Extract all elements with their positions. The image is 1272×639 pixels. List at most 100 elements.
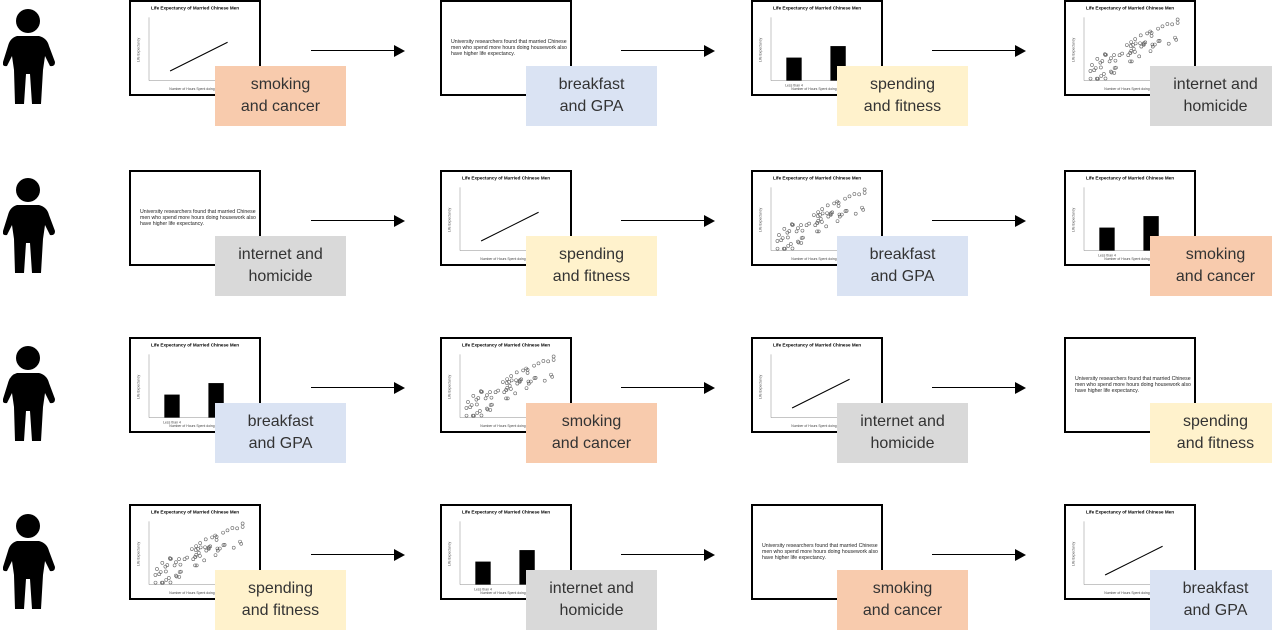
y-axis-label: Life Expectancy [1071, 542, 1075, 567]
scatter-point [816, 219, 821, 223]
scatter-point [153, 580, 158, 585]
scatter-point [1099, 65, 1103, 70]
scatter-point [505, 377, 509, 381]
scatter-point [514, 370, 519, 375]
topic-label-line: internet and [238, 246, 323, 263]
topic-label-line: and fitness [1176, 435, 1255, 452]
arrow-line [311, 554, 395, 556]
trend-line [791, 378, 850, 409]
scatter-point [464, 406, 469, 410]
scatter-point [815, 221, 819, 225]
scatter-point [485, 393, 489, 398]
x-axis-label: Number of Hours Spent doing housework [791, 424, 854, 428]
scatter-point [174, 574, 179, 579]
scatter-point [517, 379, 522, 384]
arrow-head [394, 215, 405, 227]
scatter-point [164, 578, 169, 582]
scatter-point [862, 191, 867, 195]
x-axis-label: Number of Hours Spent doing housework [480, 424, 543, 428]
scatter-point [193, 563, 197, 568]
scatter-point [479, 413, 484, 418]
topic-label-line: spending [248, 580, 313, 597]
scatter-point [521, 368, 525, 373]
person-head [16, 346, 40, 370]
scatter-point [1128, 59, 1132, 64]
chart-title: Life Expectancy of Married Chinese Men [462, 343, 550, 348]
scatter-point [800, 228, 805, 233]
scatter-point [786, 244, 791, 248]
person-icon [2, 177, 59, 273]
arrow-head [394, 549, 405, 561]
scatter-point [804, 223, 809, 228]
scatter-point [172, 563, 177, 568]
x-axis-label: Number of Hours Spent doing housework [480, 591, 543, 595]
scatter-point [1112, 53, 1116, 57]
scatter-point [218, 546, 222, 551]
topic-label-internet: internet and homicide [1150, 66, 1272, 126]
scatter-point [816, 229, 821, 234]
scatter-point [1170, 22, 1174, 27]
scatter-point [479, 389, 483, 394]
scatter-point [505, 396, 510, 401]
chart-title: Life Expectancy of Married Chinese Men [773, 343, 861, 348]
scatter-point [1103, 76, 1108, 81]
topic-label-line: internet and [1173, 76, 1258, 93]
scatter-point [160, 561, 165, 565]
person-icon [2, 345, 59, 441]
scatter-point [529, 379, 533, 384]
person-body [2, 205, 56, 273]
topic-label-line: homicide [1183, 98, 1248, 115]
scatter-point [1131, 43, 1135, 47]
scatter-point [509, 374, 513, 378]
topic-label-line: internet and [860, 413, 945, 430]
scatter-point [818, 217, 823, 221]
scatter-point [840, 212, 844, 217]
topic-label-line: internet and [549, 580, 634, 597]
topic-label-line: breakfast [869, 246, 936, 263]
person-body [2, 541, 56, 609]
scatter-point [167, 576, 171, 580]
scatter-point [794, 229, 799, 234]
person-icon [2, 513, 59, 609]
topic-label-line: homicide [248, 268, 313, 285]
scatter-point [1156, 26, 1160, 31]
scatter-point [820, 207, 824, 211]
scatter-point [1093, 66, 1098, 70]
scatter-point [837, 214, 842, 219]
scatter-point [1109, 70, 1114, 75]
scatter-point [1133, 37, 1137, 41]
scatter-point [843, 196, 847, 201]
scatter-point [213, 553, 218, 557]
scatter-point [862, 187, 867, 192]
scatter-chart: Life Expectancy of Married Chinese MenLi… [1071, 6, 1188, 91]
topic-label-line: and cancer [240, 98, 321, 115]
x-axis-label: Number of Hours Spent doing housework [791, 257, 854, 261]
topic-label-line: smoking [872, 580, 933, 597]
scatter-point [1099, 74, 1104, 78]
y-axis-label: Life Expectancy [758, 38, 762, 63]
scatter-point [191, 557, 196, 562]
bar-short [475, 561, 491, 585]
scatter-point [509, 387, 513, 391]
arrow-line [621, 387, 705, 389]
scatter-point [164, 569, 168, 574]
scatter-point [476, 396, 481, 400]
sequence-arrow [932, 45, 1026, 57]
sequence-arrow [932, 549, 1026, 561]
bar-short [164, 394, 180, 418]
person-head [16, 178, 40, 202]
scatter-point [861, 207, 866, 212]
scatter-point [825, 203, 830, 208]
topic-label-internet: internet and homicide [215, 236, 346, 296]
scatter-point [541, 359, 546, 363]
sequence-arrow [621, 45, 715, 57]
scatter-point [1109, 56, 1113, 61]
scatter-point [843, 209, 848, 213]
bar-category-label: Less than 4 [1098, 253, 1116, 257]
bar-category-label: Less than 4 [474, 587, 492, 591]
